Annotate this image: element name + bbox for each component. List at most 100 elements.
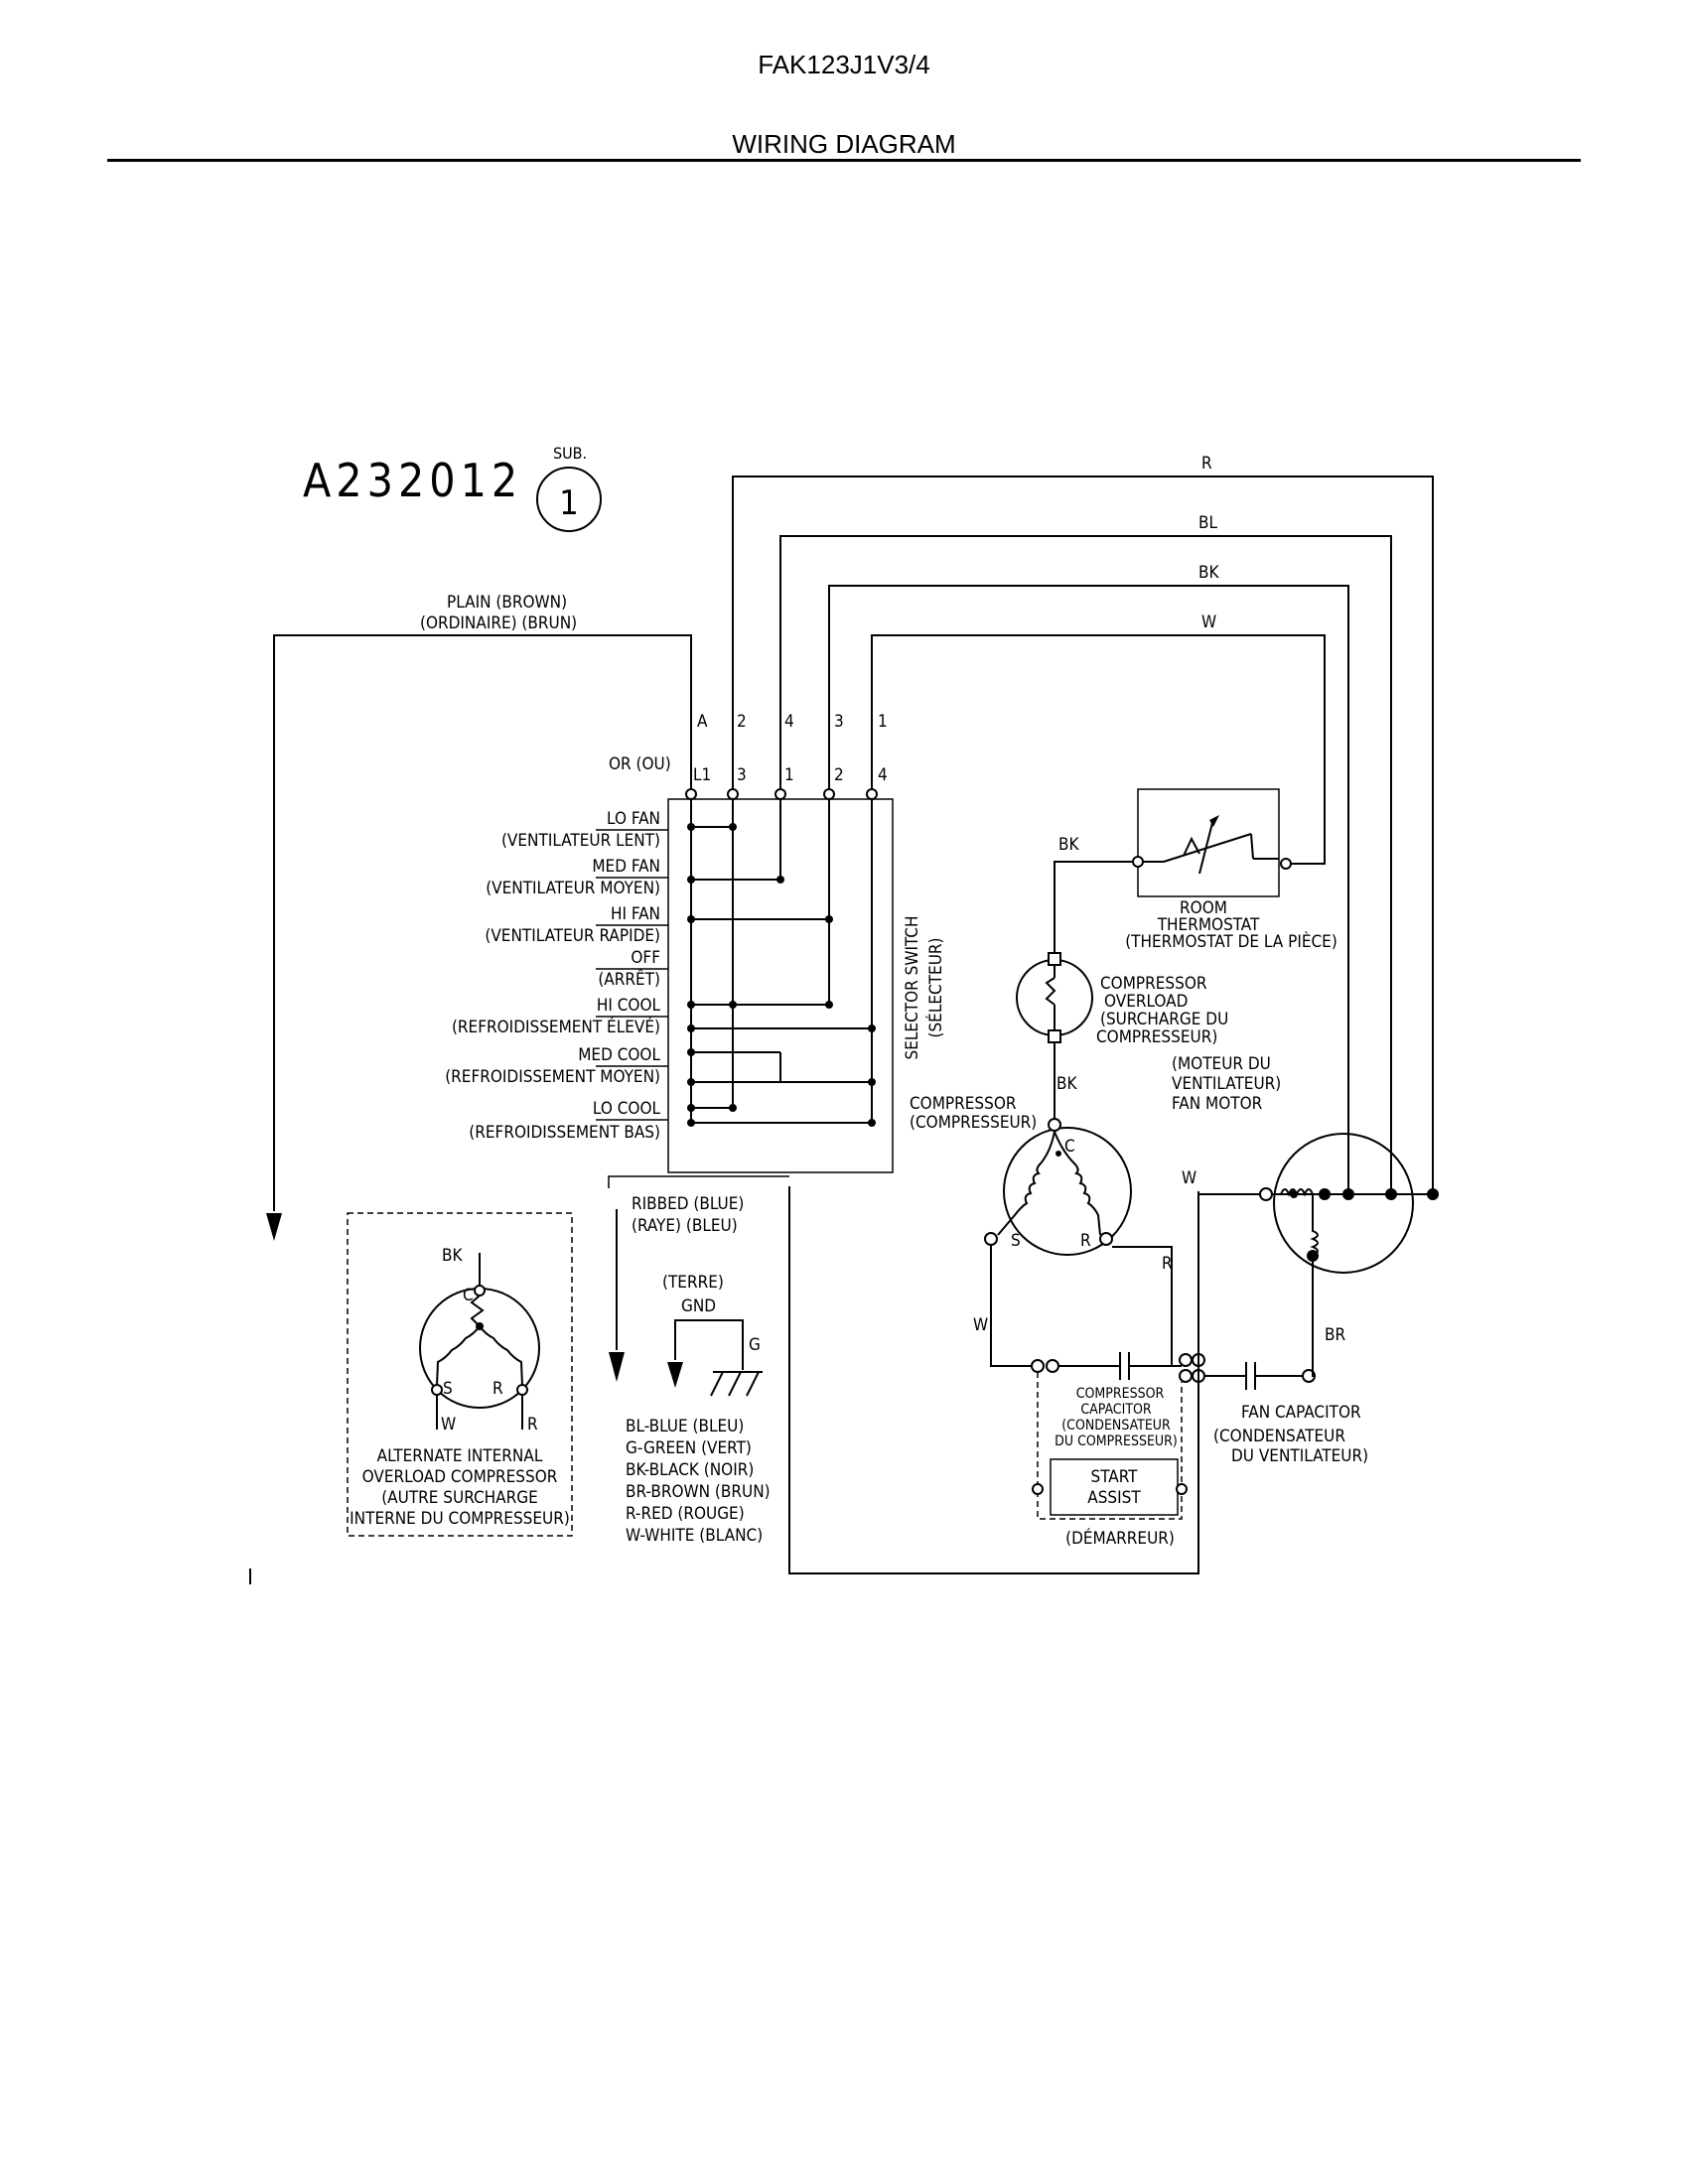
alt-bk-label: BK <box>442 1246 463 1266</box>
compressor-r-label: R <box>1080 1231 1091 1251</box>
compressor-r-wire-label: R <box>1162 1254 1173 1274</box>
alt-label-2: OVERLOAD COMPRESSOR <box>362 1467 558 1487</box>
plain-wire <box>273 634 692 1211</box>
compressor-w-wire-label: W <box>973 1315 988 1335</box>
thermostat-label-3: (THERMOSTAT DE LA PIÈCE) <box>1125 930 1337 952</box>
legend-w: W-WHITE (BLANC) <box>626 1526 763 1546</box>
pos-hi-fan-fr: (VENTILATEUR RAPIDE) <box>485 926 660 946</box>
legend-g: G-GREEN (VERT) <box>626 1438 752 1458</box>
upper-terminal-4: 4 <box>784 712 794 732</box>
top-wire-harness <box>732 476 1434 1194</box>
legend-bl: BL-BLUE (BLEU) <box>626 1417 744 1436</box>
lower-terminal-l1: L1 <box>693 765 711 785</box>
junction-terminals <box>1179 1353 1205 1383</box>
fan-motor-windings <box>1259 1187 1439 1262</box>
pos-hi-cool: HI COOL <box>597 996 661 1016</box>
bk-wire-thermostat <box>1054 861 1133 953</box>
thermostat-terminal-right <box>1280 858 1292 870</box>
pos-lo-fan-fr: (VENTILATEUR LENT) <box>501 831 660 851</box>
title-rule <box>107 159 1581 162</box>
fan-motor-w-label: W <box>1182 1168 1196 1188</box>
thermostat-box <box>1137 788 1280 897</box>
upper-terminal-1: 1 <box>878 712 888 732</box>
start-assist-label-fr: (DÉMARREUR) <box>1065 1527 1175 1549</box>
ground-wire <box>674 1319 744 1370</box>
selector-switch-title-fr: (SÉLECTEUR) <box>924 938 946 1038</box>
compressor-s-wire <box>990 1245 1038 1367</box>
model-number: FAK123J1V3/4 <box>758 50 930 79</box>
legend-bk: BK-BLACK (NOIR) <box>626 1460 754 1480</box>
color-legend: BL-BLUE (BLEU) G-GREEN (VERT) BK-BLACK (… <box>626 1417 771 1546</box>
sub-label: SUB. <box>553 444 587 463</box>
compressor-c-label: C <box>1064 1137 1075 1157</box>
selector-contacts <box>687 799 876 1127</box>
sub-number: 1 <box>559 483 578 523</box>
fan-motor-br-label: BR <box>1325 1325 1345 1345</box>
lower-terminal-1: 1 <box>784 765 794 785</box>
start-assist-label-1: START <box>1091 1467 1139 1487</box>
lower-terminal-3: 3 <box>737 765 747 785</box>
selector-label-ticks <box>596 829 668 1121</box>
wire-label-w: W <box>1201 613 1216 632</box>
pos-hi-cool-fr: (REFROIDISSEMENT ÉLEVÉ) <box>452 1016 660 1037</box>
overload-wire-label: BK <box>1056 1074 1077 1094</box>
pos-lo-cool: LO COOL <box>593 1099 661 1119</box>
alternate-windings <box>431 1253 528 1430</box>
part-number: A232012 <box>303 454 522 507</box>
pos-lo-cool-fr: (REFROIDISSEMENT BAS) <box>469 1123 660 1143</box>
thermostat-label-1: ROOM <box>1180 898 1227 918</box>
alt-label-1: ALTERNATE INTERNAL <box>377 1446 543 1466</box>
compressor-terminal-s <box>984 1232 998 1246</box>
fan-cap-label-1: FAN CAPACITOR <box>1241 1403 1361 1423</box>
compressor-terminal-c <box>1048 1118 1061 1132</box>
pos-med-fan-fr: (VENTILATEUR MOYEN) <box>486 879 660 898</box>
wire-label-bk: BK <box>1198 563 1219 583</box>
overload-label-1: COMPRESSOR <box>1100 974 1207 994</box>
ribbed-label: RIBBED (BLUE) <box>632 1194 744 1214</box>
fan-motor-circle <box>1273 1133 1414 1274</box>
compressor-capacitor <box>1031 1352 1182 1380</box>
thermostat-terminal-left <box>1132 856 1144 868</box>
alt-r-wire-label: R <box>527 1415 538 1434</box>
pos-lo-fan: LO FAN <box>607 809 660 829</box>
compressor-label-2: (COMPRESSEUR) <box>910 1113 1037 1133</box>
sub-circle <box>536 467 602 532</box>
pos-hi-fan: HI FAN <box>611 904 660 924</box>
lower-terminal-2: 2 <box>834 765 844 785</box>
legend-r: R-RED (ROUGE) <box>626 1504 745 1524</box>
fan-cap-label-3: DU VENTILATEUR) <box>1231 1446 1368 1466</box>
fan-capacitor <box>1204 1262 1316 1390</box>
compressor-windings <box>997 1131 1101 1236</box>
selector-terminals <box>685 788 878 800</box>
page-title: WIRING DIAGRAM <box>732 129 956 159</box>
selector-position-labels: LO FAN (VENTILATEUR LENT) MED FAN (VENTI… <box>445 809 660 1143</box>
thermostat-wire-label: BK <box>1058 835 1079 855</box>
ground-label: GND <box>681 1297 716 1316</box>
fan-motor-label-3: FAN MOTOR <box>1172 1094 1263 1114</box>
start-assist-terminal-left <box>1032 1483 1044 1495</box>
start-assist-terminal-right <box>1176 1483 1188 1495</box>
comp-cap-label-1: COMPRESSOR <box>1076 1386 1165 1402</box>
ribbed-box-top <box>608 1175 789 1188</box>
pos-off-fr: (ARRÊT) <box>598 968 660 990</box>
alternate-box <box>347 1212 573 1537</box>
overload-symbol <box>1045 952 1061 1043</box>
overload-label-3: (SURCHARGE DU <box>1100 1010 1228 1029</box>
wire-label-bl: BL <box>1198 513 1217 533</box>
plain-label: PLAIN (BROWN) <box>447 593 567 613</box>
comp-cap-label-2: CAPACITOR <box>1080 1402 1152 1418</box>
ribbed-label-fr: (RAYE) (BLEU) <box>632 1216 738 1236</box>
alt-label-4: INTERNE DU COMPRESSEUR) <box>350 1509 570 1529</box>
overload-label-4: COMPRESSEUR) <box>1096 1027 1217 1047</box>
start-assist-leads <box>1037 1372 1183 1520</box>
return-wire <box>788 1186 1199 1574</box>
thermostat-label-2: THERMOSTAT <box>1157 915 1260 935</box>
alt-label-3: (AUTRE SURCHARGE <box>381 1488 538 1508</box>
overload-label-2: OVERLOAD <box>1104 992 1188 1012</box>
comp-cap-label-3: (CONDENSATEUR <box>1061 1418 1171 1433</box>
ground-symbol <box>710 1371 763 1397</box>
alt-w-wire-label: W <box>441 1415 456 1434</box>
fan-motor-label-1: (MOTEUR DU <box>1172 1054 1271 1074</box>
